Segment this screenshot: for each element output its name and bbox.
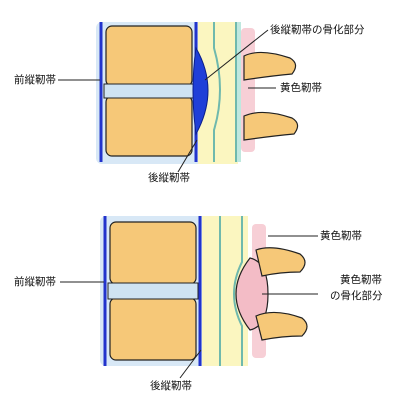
fig2-label-posterior-longitudinal-ligament: 後縦靭帯 bbox=[150, 380, 192, 393]
fig2-spinous-process-upper bbox=[256, 248, 305, 276]
fig1-label-posterior-ossification: 後縦靭帯の骨化部分 bbox=[270, 24, 365, 37]
fig1-label-ligamentum-flavum: 黄色靭帯 bbox=[280, 82, 322, 95]
fig1-vertebra-lower bbox=[106, 96, 192, 156]
figure-1-ossified-posterior-longitudinal-ligament bbox=[58, 22, 298, 172]
fig2-vertebra-upper bbox=[110, 222, 196, 284]
fig1-label-posterior-longitudinal-ligament: 後縦靭帯 bbox=[148, 172, 190, 185]
fig2-label-flavum-ossification-line2: の骨化部分 bbox=[330, 290, 383, 303]
figure-2-ossified-ligamentum-flavum bbox=[60, 216, 318, 378]
fig1-label-anterior-longitudinal-ligament: 前縦靭帯 bbox=[14, 74, 56, 87]
fig1-spinous-process-lower bbox=[244, 112, 298, 140]
fig2-vertebra-lower bbox=[110, 298, 196, 360]
fig1-dura-band bbox=[237, 22, 241, 162]
fig2-label-flavum-ossification-line1: 黄色靭帯 bbox=[340, 274, 382, 287]
fig2-disc bbox=[108, 283, 198, 299]
fig2-label-anterior-longitudinal-ligament: 前縦靭帯 bbox=[14, 276, 56, 289]
fig2-label-ligamentum-flavum: 黄色靭帯 bbox=[320, 230, 362, 243]
fig1-disc bbox=[104, 84, 194, 98]
fig1-spinous-process-upper bbox=[244, 52, 296, 80]
fig1-vertebra-upper bbox=[106, 26, 192, 86]
fig2-spinous-process-lower bbox=[256, 312, 307, 340]
